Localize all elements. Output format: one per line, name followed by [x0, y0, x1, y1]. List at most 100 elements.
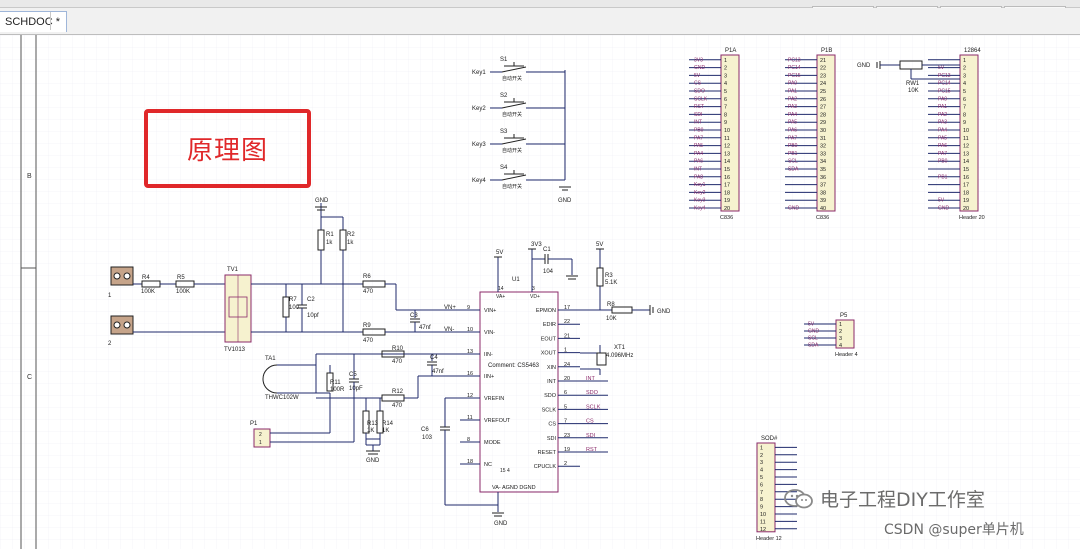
header-pin: 20 — [724, 206, 730, 212]
c1-value: 104 — [543, 269, 554, 275]
header-pin: 18 — [724, 190, 730, 196]
u1-pin-number: 24 — [564, 362, 570, 368]
header-footprint: C836 — [816, 215, 829, 221]
header-pin: 14 — [963, 159, 969, 165]
switch-block: Key1S1自动开关Key2S2自动开关Key3S3自动开关Key4S4自动开关… — [472, 57, 572, 204]
header-net: PA0 — [938, 96, 947, 102]
c2-ref: C2 — [307, 297, 315, 303]
r13-ref: R13 — [367, 421, 379, 427]
potentiometer-rw1: GND RW1 10K — [857, 60, 960, 94]
header-pin: 16 — [963, 175, 969, 181]
header-pin: 10 — [724, 128, 730, 134]
r1-ref: R1 — [326, 232, 334, 238]
header-net: PA4 — [694, 151, 703, 157]
schematic-title-text: 原理图 — [186, 136, 268, 166]
header-pin: 19 — [963, 198, 969, 204]
u1-pin-number: 9 — [467, 305, 470, 311]
document-tab[interactable]: SCHDOC * — [0, 11, 68, 32]
u1-pin-name: IIN+ — [484, 374, 494, 380]
header-net: PA0 — [788, 81, 797, 87]
header-pin: 6 — [760, 482, 763, 488]
u1-pin-number: 7 — [564, 419, 567, 425]
header-net: PA3 — [938, 120, 947, 126]
header-net: PA2 — [938, 112, 947, 118]
r10-ref: R10 — [392, 346, 404, 352]
u1-net-label: SDO — [586, 390, 599, 396]
header-net: Key4 — [694, 206, 706, 212]
header-ref: P1A — [725, 48, 736, 54]
r1-gnd-label: GND — [315, 198, 329, 204]
u1-pin-number: 18 — [467, 459, 473, 465]
header-pin: 24 — [820, 81, 826, 87]
header-net: PC13 — [938, 73, 951, 79]
ta1-value: THWC102W — [265, 395, 299, 401]
channel-name: 电子工程DIY工作室 — [820, 489, 985, 511]
header-p1b: P1B21PC1322PC1423PC1524PA025PA126PA227PA… — [785, 48, 836, 221]
header-net: SCL — [788, 159, 798, 165]
header-pin: 2 — [760, 453, 763, 459]
header-pin: 15 — [963, 167, 969, 173]
header-pin: 9 — [724, 120, 727, 126]
header-ref: SOD# — [761, 436, 778, 442]
r7-ref: R7 — [289, 297, 297, 303]
svg-text:1: 1 — [259, 440, 262, 446]
u1-pin-number: 22 — [564, 319, 570, 325]
header-pin: 1 — [724, 58, 727, 64]
r9-ref: R9 — [363, 323, 371, 329]
u1-pin-name: NC — [484, 462, 492, 468]
u1-pin-name: EPMON — [536, 308, 556, 314]
header-net: PA1 — [788, 89, 797, 95]
r4-value: 100K — [141, 289, 155, 295]
header-footprint: Header 20 — [959, 215, 985, 221]
u1-top-pin-name: VA+ — [496, 294, 505, 300]
header-net: PB0 — [788, 143, 798, 149]
u1-pin-name: VREFOUT — [484, 418, 511, 424]
u1-net-label: INT — [586, 376, 596, 382]
header-net: PA5 — [694, 143, 703, 149]
header-net: GND — [808, 329, 820, 335]
switch-desc: 自动开关 — [502, 111, 522, 118]
header-pin: 12 — [963, 144, 969, 150]
header-net: PA5 — [788, 120, 797, 126]
u1-pin-number: 12 — [467, 393, 473, 399]
u1-pin-number: 16 — [467, 371, 473, 377]
header-net: PC15 — [788, 73, 801, 79]
header-pin: 2 — [839, 329, 842, 335]
header-pin: 19 — [724, 198, 730, 204]
r8-gnd-label: GND — [657, 309, 671, 315]
c3-value: 47nf — [419, 325, 431, 331]
header-net: GND — [788, 206, 800, 212]
header-pin: 35 — [820, 167, 826, 173]
header-p1a: P1A13V32GND35V4CS5SDO6SCLK7RST8SDI9INT10… — [689, 48, 740, 221]
header-pin: 15 — [724, 167, 730, 173]
analog-front-end: GND R1 1k R2 1k 1 2 R4 100K R5 100K — [108, 198, 480, 464]
header-pin: 1 — [839, 322, 842, 328]
header-footprint: Header 4 — [835, 352, 858, 358]
r2-ref: R2 — [347, 232, 355, 238]
u1-pin-name: MODE — [484, 440, 501, 446]
header-pin: 29 — [820, 120, 826, 126]
header-net: PA7 — [694, 135, 703, 141]
header-net: PC14 — [788, 65, 801, 71]
schematic-title-annotation: 原理图 — [144, 109, 311, 188]
switch-desc: 自动开关 — [502, 147, 522, 154]
header-pin: 5 — [963, 89, 966, 95]
sheet-border: B C — [20, 35, 37, 549]
c2-value: 10pf — [307, 313, 319, 319]
u1-bottom-pins: VA- AGND DGND — [492, 485, 536, 491]
r3-supply-label: 5V — [596, 242, 603, 248]
header-pin: 4 — [760, 468, 763, 474]
r5-value: 100K — [176, 289, 190, 295]
u1-pin-number: 11 — [467, 415, 473, 421]
u1-pin-name: EDIR — [543, 322, 556, 328]
switch-ref: S4 — [500, 165, 508, 171]
document-tab-bar: SCHDOC * — [0, 8, 1080, 35]
header-pin: 4 — [724, 81, 727, 87]
vin-minus-net: VN- — [444, 327, 454, 333]
header-pin: 21 — [820, 58, 826, 64]
ta1-ref: TA1 — [265, 356, 276, 362]
header-pin: 11 — [963, 136, 969, 142]
vin-plus-net: VN+ — [444, 305, 456, 311]
